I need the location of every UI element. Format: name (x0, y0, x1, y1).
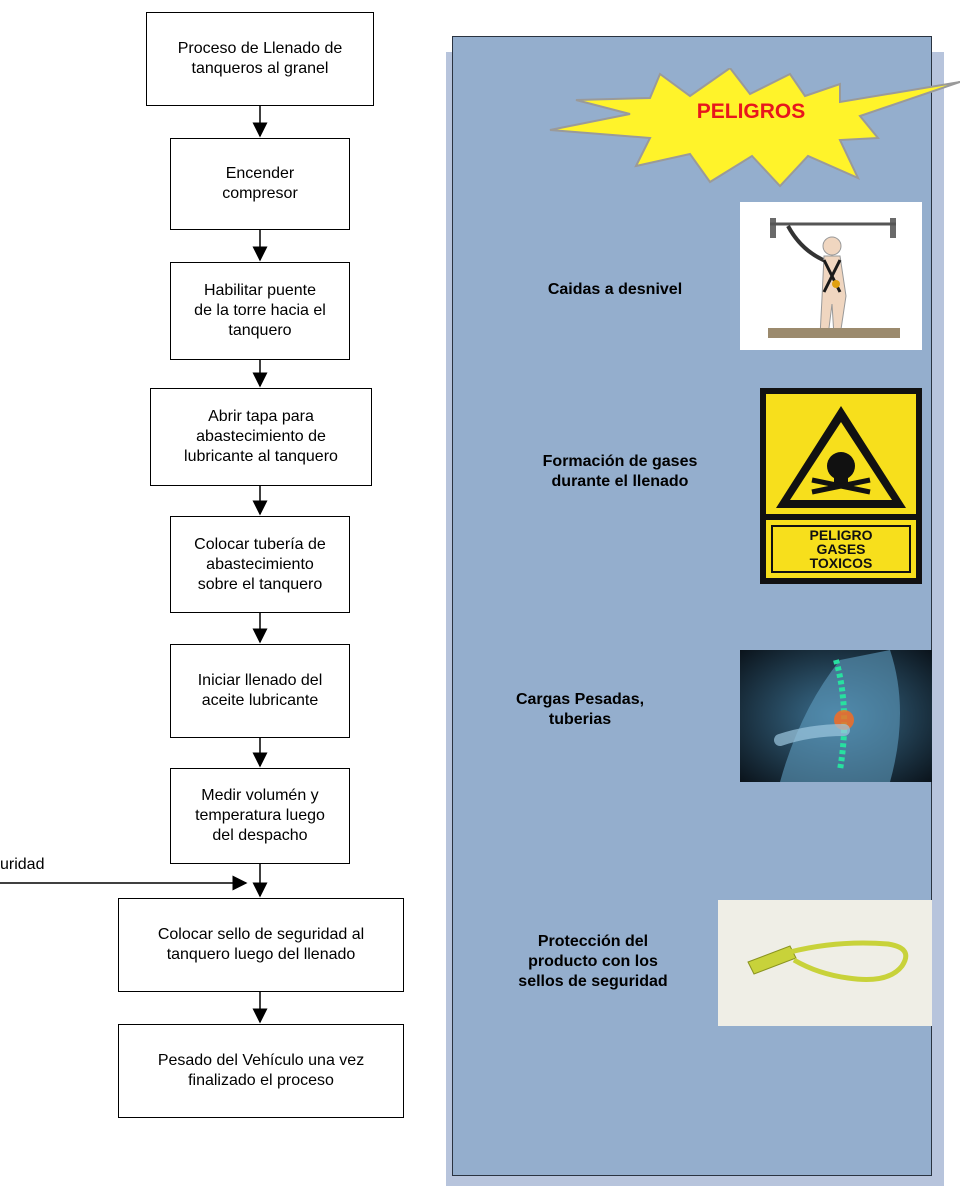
step-8-box: Colocar sello de seguridad al tanquero l… (118, 898, 404, 992)
panel-title: PELIGROS (696, 100, 806, 123)
harness-fall-icon (740, 202, 922, 350)
step-1-box: Proceso de Llenado de tanqueros al grane… (146, 12, 374, 106)
back-pain-icon (740, 650, 932, 782)
hazard-label-loads: Cargas Pesadas, tuberias (515, 691, 645, 728)
hazard-label-falls: Caidas a desnivel (547, 281, 683, 298)
side-input-label: uridad (0, 856, 45, 873)
toxic-gas-sign-icon: PELIGRO GASES TOXICOS (760, 388, 922, 584)
hazard-label-gases: Formación de gases durante el llenado (542, 453, 698, 490)
step-2-box: Encender compresor (170, 138, 350, 230)
step-9-box: Pesado del Vehículo una vez finalizado e… (118, 1024, 404, 1118)
sign-text-line-3: TOXICOS (810, 555, 873, 571)
sign-text-line-2: GASES (816, 541, 865, 557)
explosion-burst-icon (549, 68, 960, 188)
step-3-box: Habilitar puente de la torre hacia el ta… (170, 262, 350, 360)
security-seal-icon (718, 900, 932, 1026)
hazard-label-seals: Protección del producto con los sellos d… (518, 933, 668, 990)
step-6-box: Iniciar llenado del aceite lubricante (170, 644, 350, 738)
step-7-box: Medir volumén y temperatura luego del de… (170, 768, 350, 864)
sign-text-line-1: PELIGRO (809, 527, 872, 543)
step-5-box: Colocar tubería de abastecimiento sobre … (170, 516, 350, 613)
step-4-box: Abrir tapa para abastecimiento de lubric… (150, 388, 372, 486)
